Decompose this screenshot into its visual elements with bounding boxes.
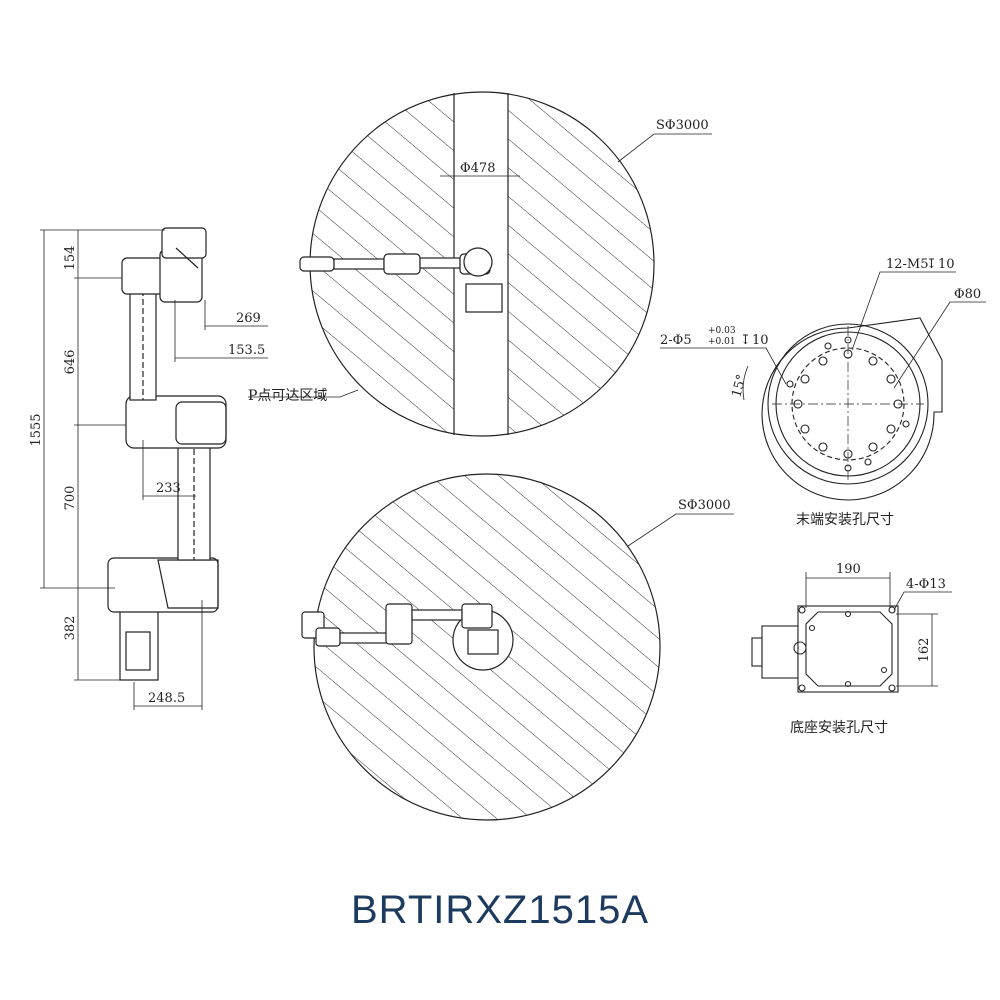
flange-tol-lower: +0.01 <box>708 337 736 347</box>
side-view <box>107 227 227 681</box>
base-depth: 162 <box>917 638 932 663</box>
base-connector <box>125 631 151 671</box>
dim-382: 382 <box>63 616 78 641</box>
reachable-region-label: P点可达区域 <box>248 388 327 404</box>
base-holes: 4-Φ13 <box>906 577 946 592</box>
dim-646: 646 <box>63 350 78 375</box>
model-title: BRTIRXZ1515A <box>350 888 650 932</box>
flange-leaders <box>660 271 986 401</box>
flange-pin-depth: 10 <box>752 333 769 348</box>
robot-bottom-pose <box>301 603 499 655</box>
dim-248-5: 248.5 <box>148 691 185 706</box>
base-width: 190 <box>836 562 861 577</box>
base-view <box>751 605 899 693</box>
base-plate <box>797 605 899 693</box>
flange-angle: 15° <box>729 373 749 399</box>
dim-bore-478: Φ478 <box>460 161 495 176</box>
base-dim-lines <box>805 572 952 687</box>
side-view-dimensions <box>40 229 268 710</box>
base-mount-holes <box>798 606 896 692</box>
lower-workspace-view: SΦ3000 <box>301 473 734 821</box>
robot-top-pose <box>299 247 503 313</box>
flange-caption: 末端安装孔尺寸 <box>796 512 894 528</box>
dim-sphere-bottom: SΦ3000 <box>678 498 731 513</box>
dim-153-5: 153.5 <box>228 343 265 358</box>
base-caption: 底座安装孔尺寸 <box>790 720 888 736</box>
dim-700: 700 <box>63 486 78 511</box>
dim-sphere-top: SΦ3000 <box>656 118 709 133</box>
dim-269: 269 <box>236 311 261 326</box>
flange-tol-upper: +0.03 <box>708 326 736 336</box>
flange-holes-m5-depth-symbol: ↧ <box>926 257 937 272</box>
dim-154: 154 <box>63 246 78 271</box>
flange-view <box>761 317 943 501</box>
sphere-outline-bottom <box>313 473 661 821</box>
dim-1555: 1555 <box>29 413 44 446</box>
flange-bolt-holes <box>786 336 910 472</box>
upper-workspace-view: Φ478 SΦ3000 P点可达区域 <box>248 91 712 437</box>
flange-pin-depth-symbol: ↧ <box>740 333 751 348</box>
flange-pin-holes: 2-Φ5 <box>660 333 692 348</box>
flange-bolt-circle: Φ80 <box>954 287 981 302</box>
dim-233: 233 <box>156 481 181 496</box>
flange-holes-m5: 12-M5 <box>886 257 929 272</box>
flange-holes-m5-depth: 10 <box>938 257 955 272</box>
